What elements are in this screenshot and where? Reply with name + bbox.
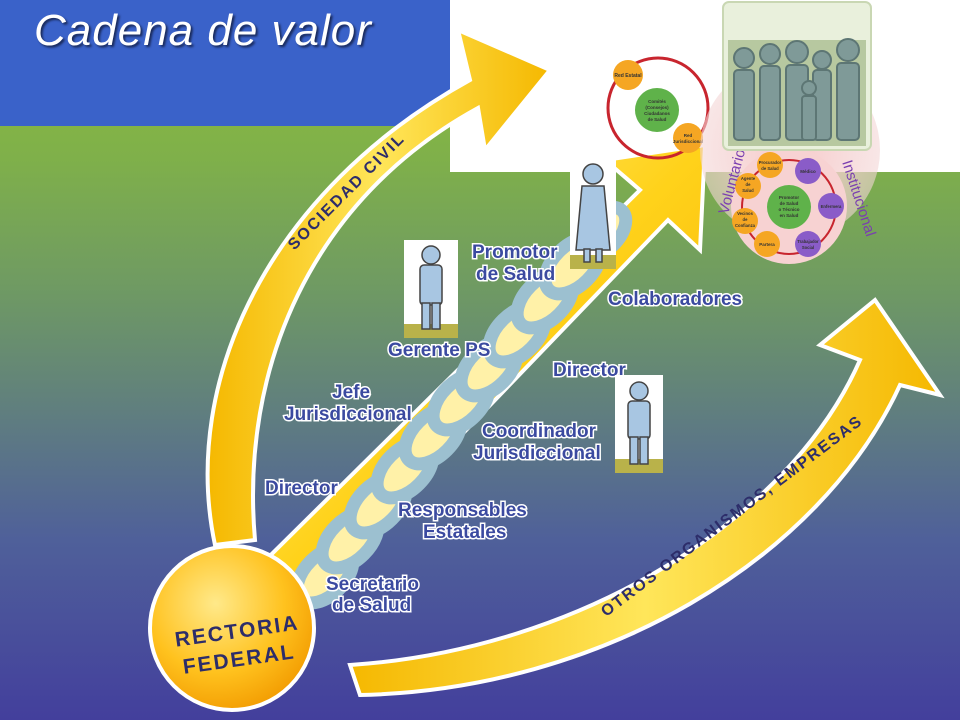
responsables-label-1: Responsables [398, 500, 527, 521]
person-icon-man [404, 240, 458, 338]
svg-text:de Salud: de Salud [761, 166, 779, 171]
network-diagram: Red Estatal Comités (Consejos) Ciudadano… [606, 56, 710, 160]
svg-text:Confianza: Confianza [735, 223, 756, 228]
svg-text:Red: Red [684, 133, 693, 138]
svg-text:Partera: Partera [759, 242, 775, 247]
coordinador-label-1: Coordinador [482, 421, 597, 442]
coordinador-label-2: Jurisdiccional [473, 443, 601, 464]
svg-text:de: de [746, 182, 752, 187]
svg-text:Social: Social [802, 245, 814, 250]
svg-text:(Consejos): (Consejos) [645, 105, 669, 110]
svg-text:Procurador: Procurador [759, 160, 782, 165]
svg-text:Jurisdiccional: Jurisdiccional [673, 139, 703, 144]
svg-text:Trabajador: Trabajador [797, 239, 819, 244]
person-icon-woman [570, 157, 616, 269]
promotor-label-2: de Salud [476, 264, 555, 285]
jefe-label-2: Jurisdiccional [284, 404, 412, 425]
svg-text:Promotor: Promotor [779, 195, 799, 200]
svg-text:Agente: Agente [741, 176, 756, 181]
svg-text:Enfermera: Enfermera [821, 204, 842, 209]
otros-organismos-arrow [347, 297, 945, 698]
svg-text:Comités: Comités [648, 99, 666, 104]
secretario-label-2: de Salud [332, 595, 411, 616]
svg-text:en Salud: en Salud [780, 213, 799, 218]
promotor-label-1: Promotor [472, 242, 558, 263]
secretario-label-1: Secretario [326, 574, 419, 595]
svg-text:de Salud: de Salud [648, 117, 667, 122]
gerente-ps-label: Gerente PS [388, 340, 490, 361]
svg-text:Médico: Médico [800, 169, 816, 174]
svg-text:Vecinos: Vecinos [737, 211, 753, 216]
jefe-label-1: Jefe [332, 382, 370, 403]
title-box: Cadena de valor [0, 0, 450, 126]
sociedad-civil-arrow [205, 26, 554, 548]
svg-text:de Salud: de Salud [780, 201, 799, 206]
colaboradores-label: Colaboradores [608, 289, 742, 310]
director-bottom-label: Director [265, 478, 338, 499]
svg-text:de: de [743, 217, 749, 222]
svg-text:Salud: Salud [742, 188, 754, 193]
svg-text:Ciudadanos: Ciudadanos [644, 111, 670, 116]
svg-text:Red Estatal: Red Estatal [614, 73, 642, 79]
svg-text:o Técnico: o Técnico [778, 207, 799, 212]
responsables-label-2: Estatales [423, 522, 506, 543]
slide-title: Cadena de valor [34, 6, 372, 55]
person-icon-businessman [615, 375, 663, 473]
family-image [722, 1, 872, 151]
rectoria-ball [148, 544, 316, 712]
sociedad-civil-label: SOCIEDAD CIVIL [285, 130, 409, 254]
